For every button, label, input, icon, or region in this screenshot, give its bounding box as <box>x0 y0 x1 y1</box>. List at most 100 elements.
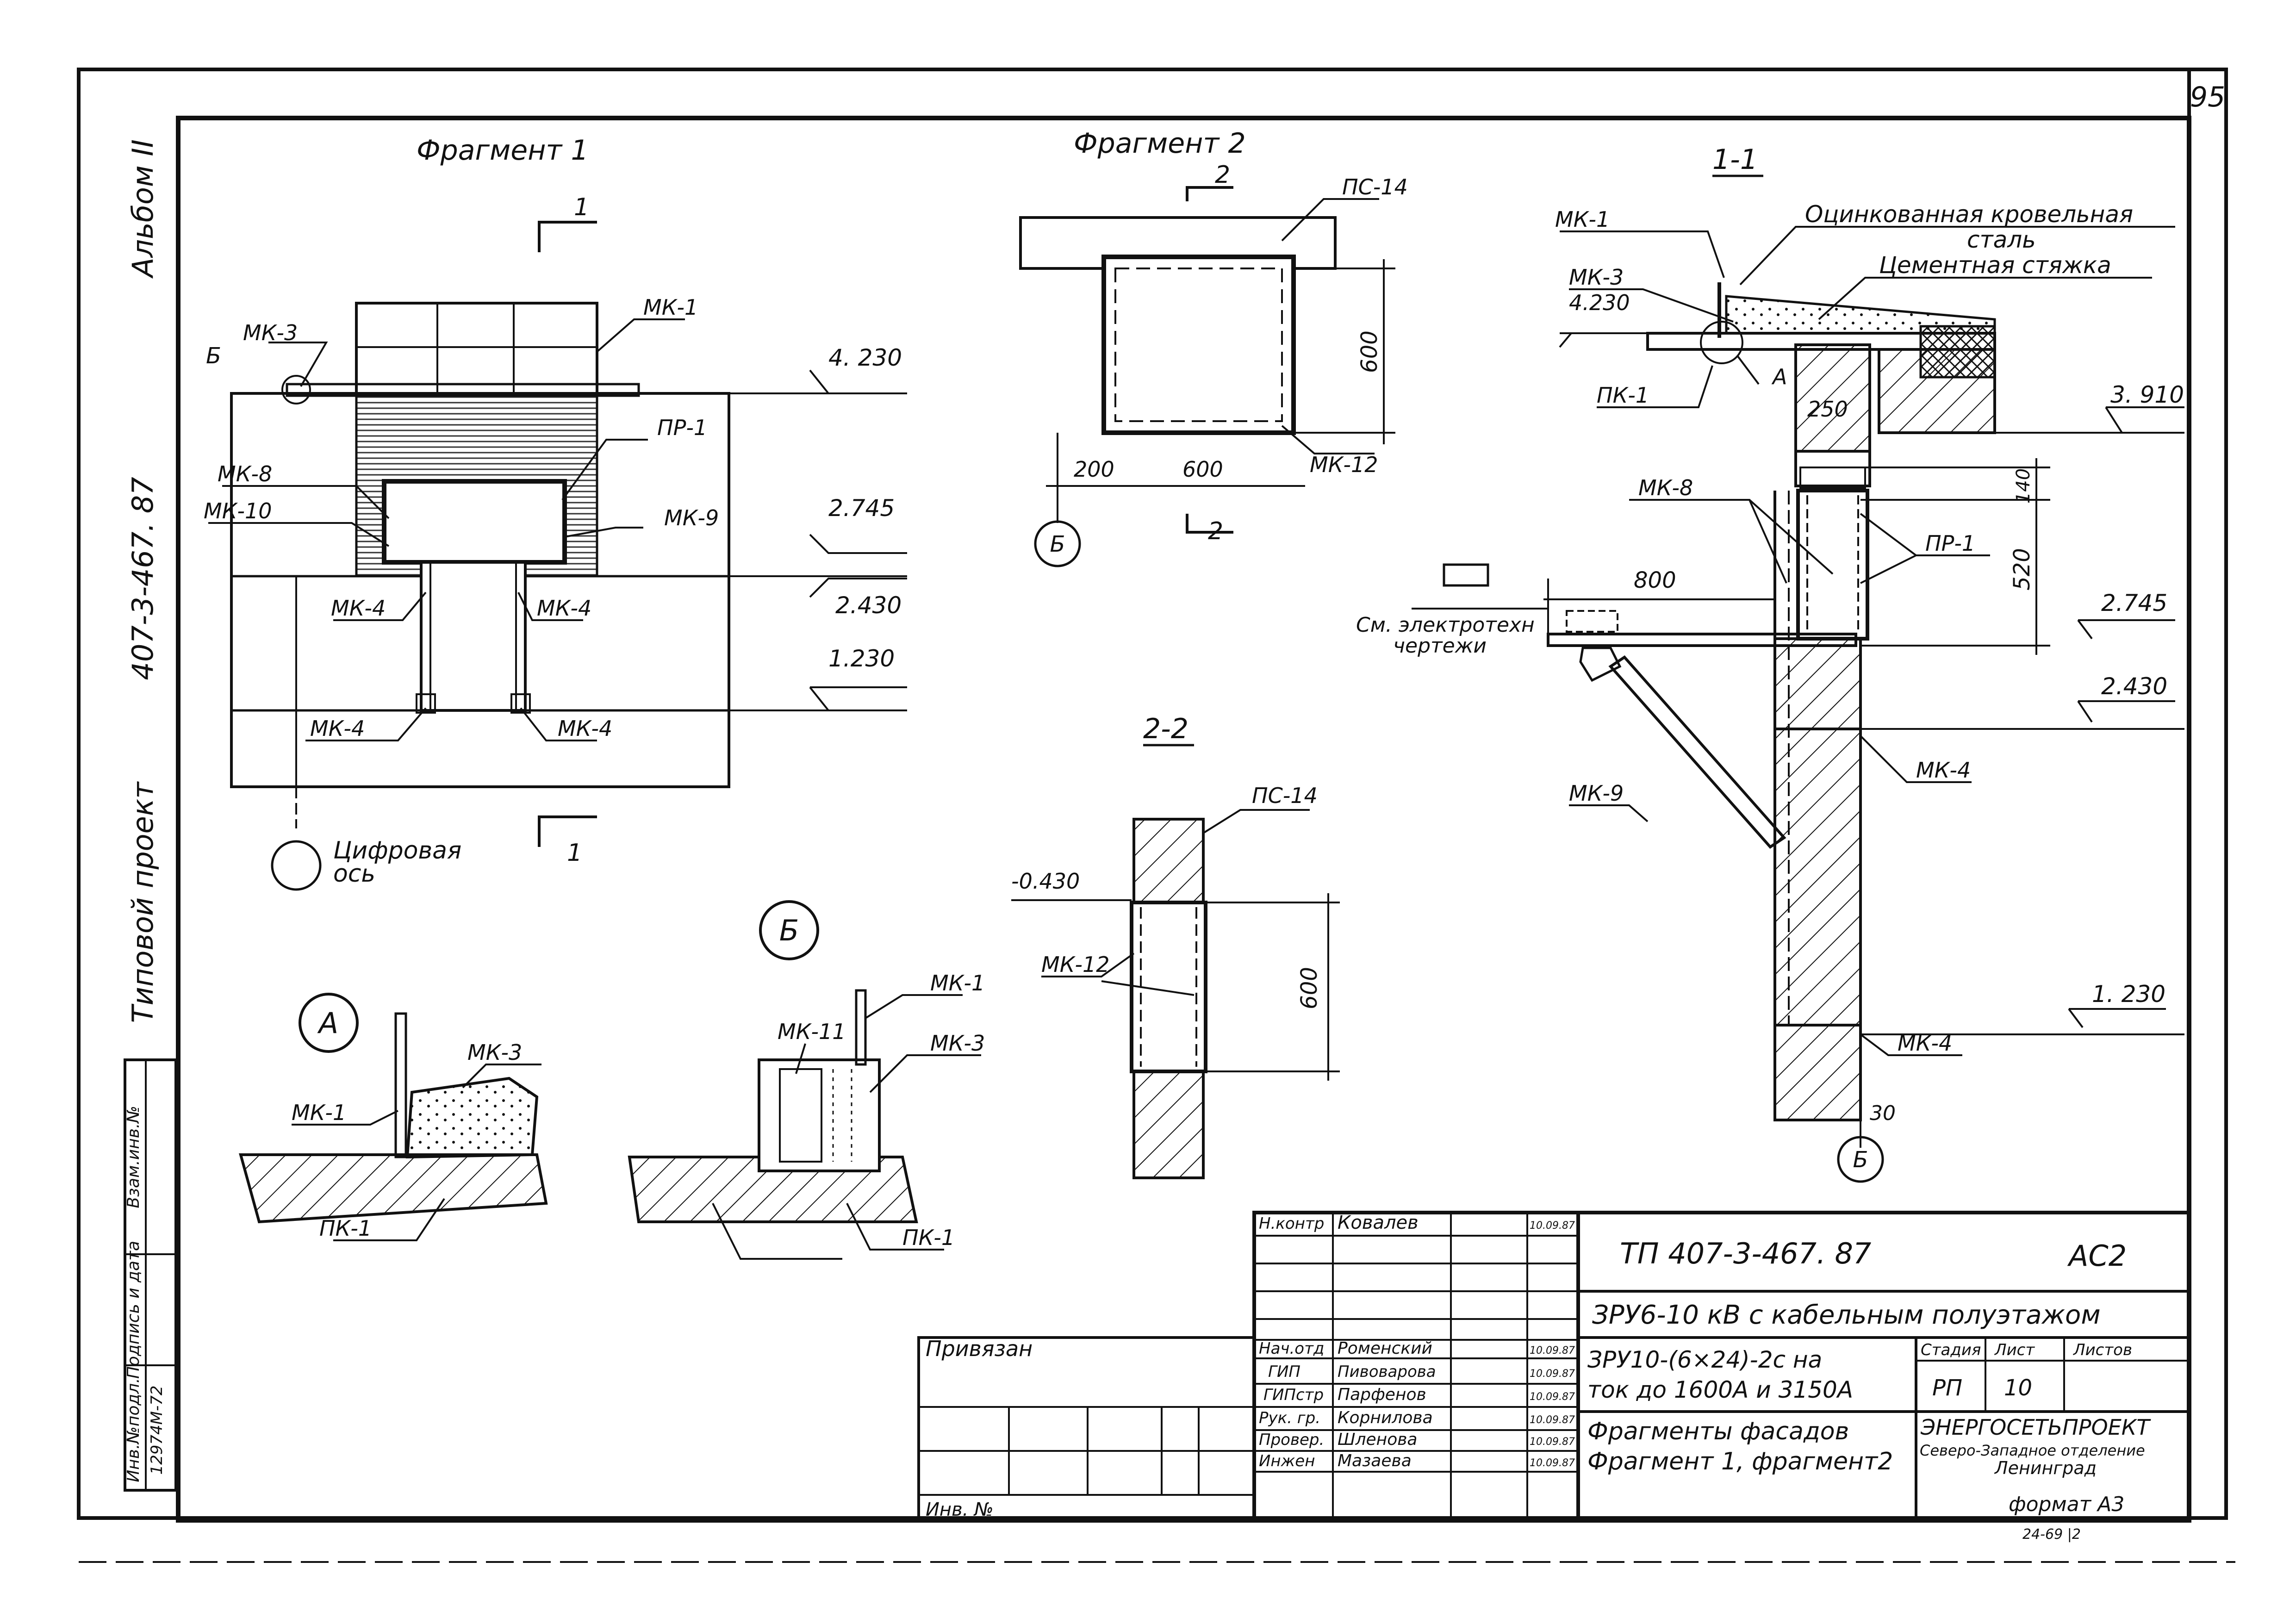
title-block-stage: РП <box>1932 1375 1962 1401</box>
staff-name-4: Корнилова <box>1338 1408 1433 1427</box>
lintel-pr1 <box>382 479 567 565</box>
staff-role-1: Нач.отд <box>1259 1339 1324 1358</box>
section-2-2-label-ps14: ПС-14 <box>1252 783 1318 808</box>
fragment-1-label-mk9: МК-9 <box>664 505 719 530</box>
staff-date-6: 10.09.87 <box>1530 1457 1575 1469</box>
fragment-2-label-ps14: ПС-14 <box>1342 174 1408 199</box>
fragment-1: Фрагмент 1 1 1 Б Цифровая ось МК-3 <box>204 134 907 891</box>
staff-role-0: Н.контр <box>1259 1214 1324 1233</box>
parapet <box>355 302 598 395</box>
staff-name-0: Ковалев <box>1338 1212 1419 1233</box>
section-1-1-elevation-0: 4.230 <box>1569 290 1630 315</box>
section-1-1-label-screed: Цементная стяжка <box>1879 252 2111 279</box>
staff-name-1: Роменский <box>1338 1339 1432 1358</box>
fragment-1-label-mk4-a: МК-4 <box>331 596 386 621</box>
fragment-1-label-mk4-c: МК-4 <box>310 716 365 741</box>
title-block-project-code: ТП 407-3-467. 87 <box>1620 1237 1871 1270</box>
title-block-drawing-title-1: Фрагменты фасадов <box>1587 1418 1849 1445</box>
staff-date-5: 10.09.87 <box>1530 1436 1575 1448</box>
title-block-stage-header: Стадия <box>1921 1341 1981 1359</box>
staff-name-3: Парфенов <box>1338 1385 1426 1404</box>
axis-caption-line1: Цифровая <box>333 837 461 865</box>
node-a-label-mk3: МК-3 <box>467 1040 522 1065</box>
section-1-1-label-steel-2: сталь <box>1967 226 2036 253</box>
fragment-1-elevation-2: 2.430 <box>835 592 902 619</box>
fragment-2-title: Фрагмент 2 <box>1074 127 1246 160</box>
axis-marker <box>271 840 322 891</box>
title-block-subtitle-2: ток до 1600А и 3150А <box>1587 1376 1853 1403</box>
section-1-1-electro-1: См. электротехн <box>1356 613 1535 637</box>
fragment-2-section-bottom: 2 <box>1208 517 1223 545</box>
section-1-1-dim-250: 250 <box>1807 397 1848 422</box>
section-1-1-dim-800: 800 <box>1634 567 1676 593</box>
node-b-label-pk1: ПК-1 <box>902 1225 955 1250</box>
fragment-2-axis-letter: Б <box>1050 531 1065 557</box>
title-block: Привязан Инв. № Н.контр Ковалев 10.09.87… <box>917 1211 2191 1543</box>
staff-role-3: ГИПстр <box>1263 1386 1324 1404</box>
title-block-description: ЗРУ6-10 кВ с кабельным полуэтажом <box>1592 1300 2101 1330</box>
fragment-1-elevation-3: 1.230 <box>828 645 895 672</box>
staff-role-4: Рук. гр. <box>1259 1409 1320 1427</box>
fragment-2-dim-height: 600 <box>1356 330 1382 373</box>
staff-role-2: ГИП <box>1268 1363 1300 1381</box>
fragment-1-title: Фрагмент 1 <box>417 134 589 167</box>
node-a-label-mk1: МК-1 <box>292 1100 346 1125</box>
node-a-letter: А <box>317 1006 338 1040</box>
node-a: А МК-3 МК-1 ПК-1 <box>239 993 548 1241</box>
section-2-2-label-mk12: МК-12 <box>1041 952 1109 977</box>
section-1-1-label-pr1: ПР-1 <box>1925 531 1975 556</box>
title-block-grid <box>1254 1235 1578 1473</box>
fragment-2-opening <box>1101 255 1296 435</box>
section-1-1-elevation-2: 2.745 <box>2101 590 2167 616</box>
title-block-sheet-code: АС2 <box>2067 1239 2127 1273</box>
node-b-letter: Б <box>779 914 799 947</box>
section-1-1-label-mk8: МК-8 <box>1638 475 1693 500</box>
title-block-subtitle-1: ЗРУ10-(6×24)-2с на <box>1587 1346 1822 1373</box>
section-1-1-elevation-1: 3. 910 <box>2110 381 2184 408</box>
section-1-1: 1-1 МК-1 МК-3 Оцинкованная <box>1356 143 2184 1183</box>
staff-name-2: Пивоварова <box>1338 1363 1436 1381</box>
section-1-1-dim-140: 140 <box>2013 468 2034 504</box>
section-2-2-dim-height: 600 <box>1296 967 1322 1009</box>
section-1-1-node-a: А <box>1771 364 1787 389</box>
section-1-1-dim-520: 520 <box>2009 548 2035 591</box>
fragment-1-label-mk4-b: МК-4 <box>537 596 591 621</box>
section-1-1-label-steel-1: Оцинкованная кровельная <box>1805 201 2133 228</box>
section-1-1-label-mk9: МК-9 <box>1569 781 1624 806</box>
section-1-1-axis-letter: Б <box>1853 1147 1868 1173</box>
margin-album: Альбом II <box>126 139 160 279</box>
fragment-2-dim-left: 200 <box>1074 457 1114 482</box>
fragment-2-axis-marker <box>1034 520 1081 567</box>
margin-inv-original: Инв.№подл. <box>124 1378 143 1482</box>
title-block-city: Ленинград <box>1994 1458 2097 1478</box>
node-a-label-pk1: ПК-1 <box>319 1216 372 1241</box>
fragment-1-label-pr1: ПР-1 <box>657 415 707 440</box>
fragment-1-section-bottom: 1 <box>567 839 582 867</box>
title-block-sheets-header: Листов <box>2072 1341 2132 1359</box>
section-1-1-axis-marker <box>1837 1136 1884 1183</box>
section-1-1-label-mk4-b: МК-4 <box>1898 1031 1952 1056</box>
section-2-2-elevation: -0.430 <box>1011 869 1080 894</box>
node-b-label-mk11: МК-11 <box>778 1019 846 1044</box>
fragment-2-label-mk12: МК-12 <box>1310 452 1378 477</box>
margin-inv-swap: Взам.инв.№ <box>124 1106 143 1208</box>
page-number: 95 <box>2190 81 2225 113</box>
section-1-1-label-mk4-a: МК-4 <box>1916 758 1971 783</box>
section-1-1-elevation-3: 2.430 <box>2101 673 2167 700</box>
margin-stamp: Взам.инв.№ Подпись и дата Инв.№подл. 129… <box>124 1058 177 1492</box>
footer-number: 24-69 |2 <box>2022 1526 2081 1543</box>
node-b: Б МК-1 МК-11 МК-3 ПК-1 <box>628 900 985 1260</box>
node-b-label-mk1: МК-1 <box>930 971 985 996</box>
section-1-1-elevation-4: 1. 230 <box>2092 981 2165 1008</box>
staff-name-5: Шленова <box>1338 1430 1418 1449</box>
section-1-1-electro-2: чертежи <box>1393 634 1487 658</box>
staff-name-6: Мазаева <box>1338 1451 1412 1470</box>
staff-role-6: Инжен <box>1259 1452 1315 1470</box>
fragment-1-label-mk10: МК-10 <box>204 498 272 523</box>
sheet-format: формат А3 <box>2009 1493 2124 1516</box>
fragment-1-label-mk4-d: МК-4 <box>558 716 612 741</box>
fragment-1-section-top: 1 <box>574 193 589 221</box>
margin-project-code: 407-3-467. 87 <box>126 477 160 680</box>
fragment-1-axis-letter: Б <box>206 343 221 369</box>
